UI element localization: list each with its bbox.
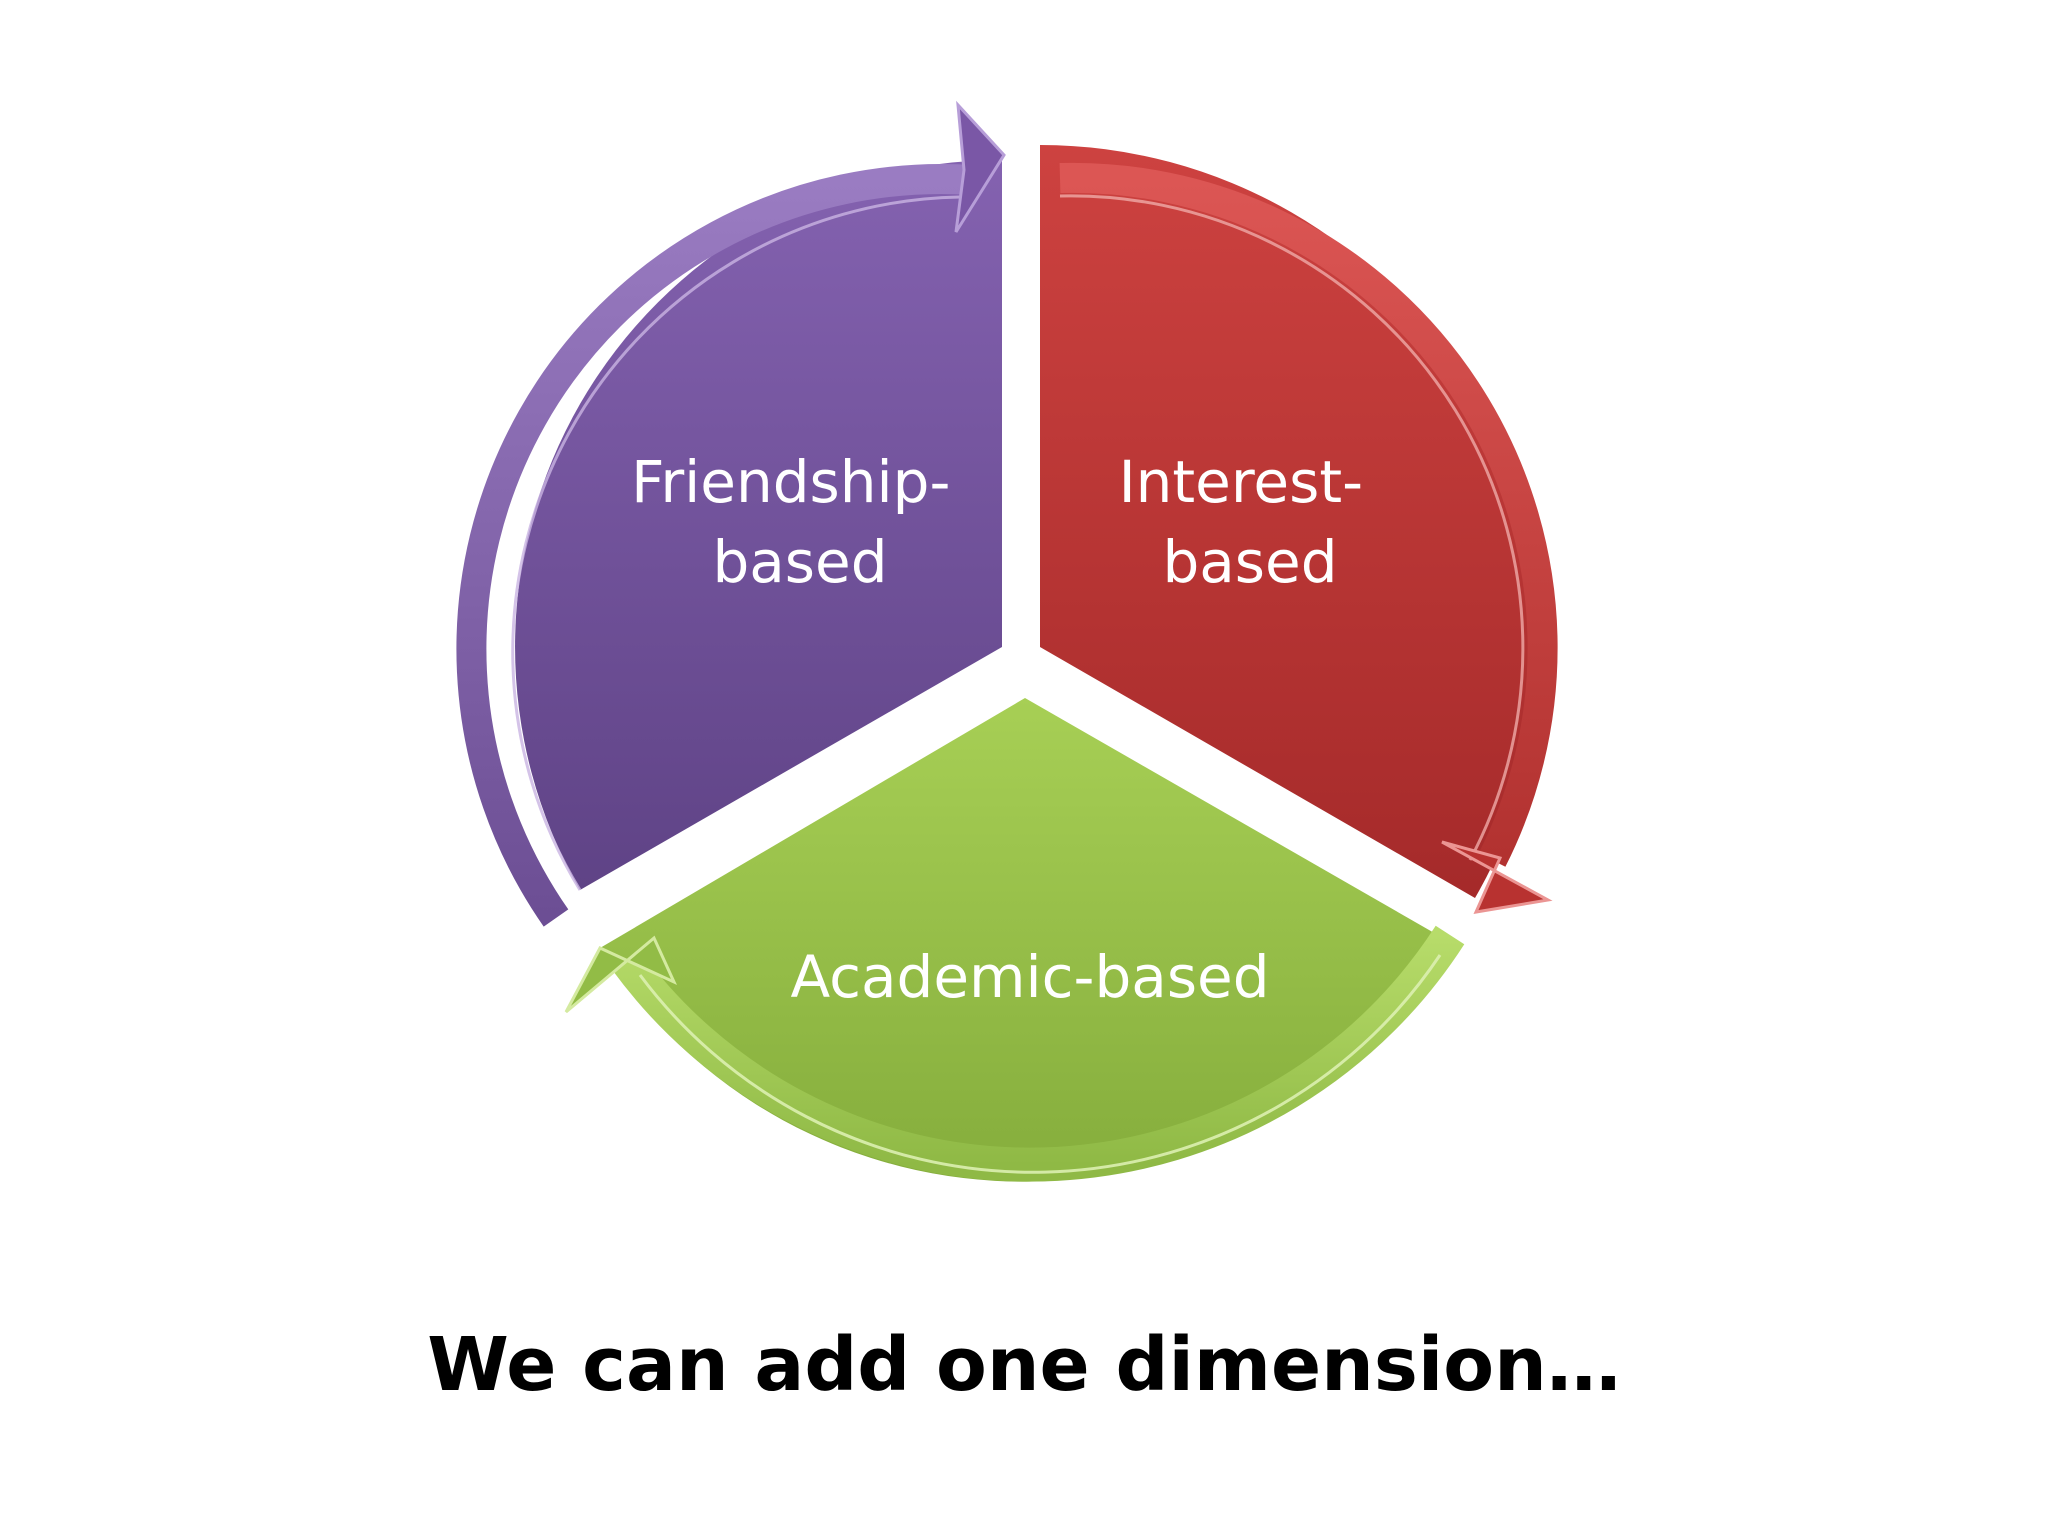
arrow-interest-head [1441, 840, 1553, 914]
label-friendship-line-2: based [712, 528, 887, 596]
segment-academic [564, 698, 1465, 1182]
slide-caption: We can add one dimension… [427, 1322, 1621, 1408]
segment-friendship-rim-highlight [511, 195, 961, 891]
label-friendship-line-1: Friendship- [631, 448, 950, 516]
segment-academic-rim-highlight [638, 954, 1442, 1174]
segment-interest-rim [1059, 162, 1558, 867]
segment-academic-shape [600, 698, 1450, 1182]
segment-friendship-shape [515, 160, 1002, 890]
arrow-friendship-head [954, 100, 1006, 233]
label-academic: Academic-based [790, 943, 1269, 1011]
arrow-academic-head [564, 935, 678, 1014]
label-interest-line-1: Interest- [1119, 448, 1363, 516]
label-friendship: Friendship- based [631, 448, 969, 596]
label-interest-line-2: based [1162, 528, 1337, 596]
segment-interest [1040, 144, 1558, 914]
segment-academic-rim [612, 925, 1465, 1182]
segment-friendship-rim [456, 164, 973, 927]
segment-interest-rim-highlight [1059, 194, 1525, 861]
segment-friendship [456, 100, 1006, 927]
label-interest: Interest- based [1119, 448, 1382, 596]
label-academic-line-1: Academic-based [790, 943, 1269, 1011]
